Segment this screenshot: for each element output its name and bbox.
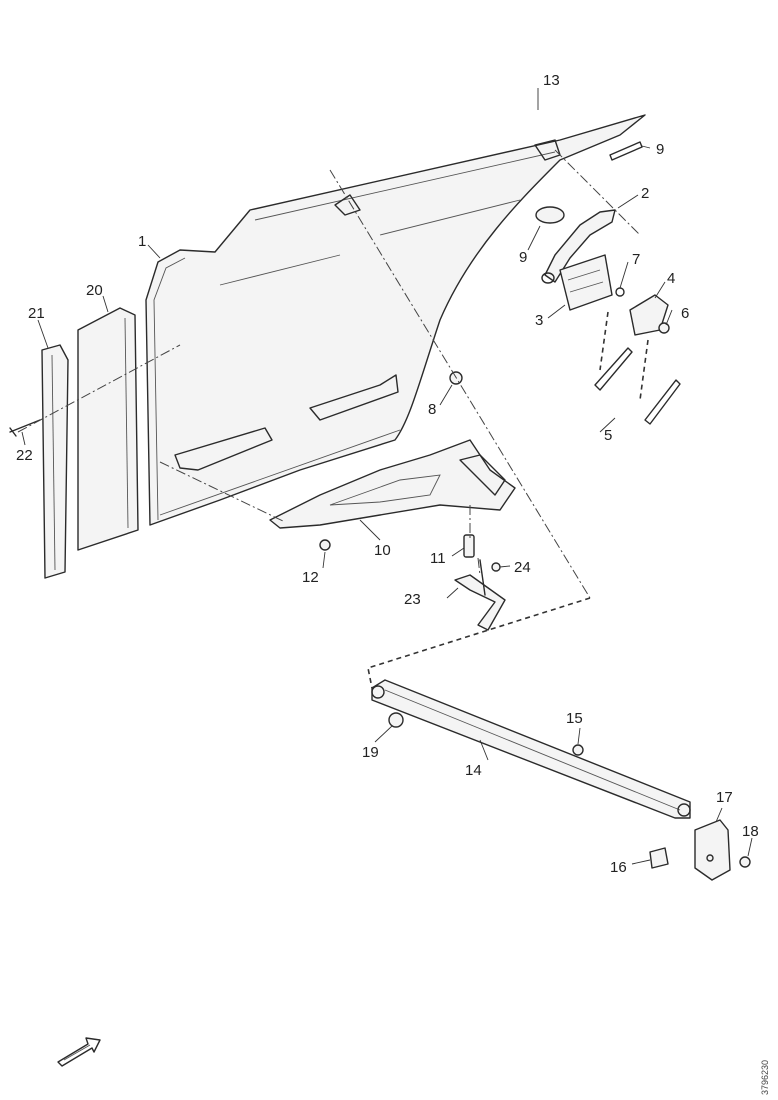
callout-18: 18 <box>742 823 759 840</box>
part-17-mount-bracket <box>694 819 731 881</box>
part-21-rubber-strip <box>41 344 69 579</box>
assembly-line-upper <box>554 149 641 236</box>
part-3-hinge-plate <box>559 254 613 311</box>
callout-4: 4 <box>667 270 675 287</box>
part-23-link-bracket <box>454 559 506 631</box>
callout-12: 12 <box>302 569 319 586</box>
callout-3: 3 <box>535 312 543 329</box>
part-18-nut <box>739 856 751 868</box>
part-12-bolt <box>319 539 331 551</box>
callout-17: 17 <box>716 789 733 806</box>
callout-6: 6 <box>681 305 689 322</box>
assembly-line-left <box>17 344 181 433</box>
callout-2: 2 <box>641 185 649 202</box>
callout-22: 22 <box>16 447 33 464</box>
part-22-screw <box>9 419 41 437</box>
callout-19: 19 <box>362 744 379 761</box>
part-7-fastener <box>615 287 625 297</box>
callout-14: 14 <box>465 762 482 779</box>
part-19-bushing <box>388 712 404 728</box>
callout-5: 5 <box>604 427 612 444</box>
part-24-nut <box>491 562 501 572</box>
part-14-strut <box>371 679 691 819</box>
part-9-upper-pin <box>609 141 643 161</box>
part-10-lower-frame <box>269 439 516 529</box>
callout-9-lower: 9 <box>519 249 527 266</box>
leader-lines <box>21 88 753 865</box>
callout-8: 8 <box>428 401 436 418</box>
callout-16: 16 <box>610 859 627 876</box>
assembly-line-pin <box>469 505 481 576</box>
callout-10: 10 <box>374 542 391 559</box>
part-15-grease-nipple <box>572 744 584 756</box>
callout-23: 23 <box>404 591 421 608</box>
part-20-seal-panel <box>77 307 139 551</box>
callout-7: 7 <box>632 251 640 268</box>
part-1-side-panel <box>145 114 646 526</box>
reference-number: 3796230 <box>760 1060 770 1095</box>
part-16-bolt <box>649 847 669 869</box>
forward-arrow-icon <box>57 1037 101 1067</box>
assembly-line-lower <box>159 461 286 523</box>
part-5-pins <box>594 311 681 425</box>
part-6-nut <box>658 322 670 334</box>
callout-9-upper: 9 <box>656 141 664 158</box>
assembly-line-dashed <box>367 597 591 689</box>
callout-15: 15 <box>566 710 583 727</box>
callout-20: 20 <box>86 282 103 299</box>
part-11-pin <box>463 534 475 558</box>
part-4-block <box>629 294 669 336</box>
part-9-lower-pin <box>535 206 565 224</box>
callouts: 13 1 2 3 4 5 6 7 8 9 9 10 11 12 14 15 16… <box>16 72 759 876</box>
callout-11: 11 <box>430 550 446 567</box>
callout-1: 1 <box>138 233 146 250</box>
callout-13: 13 <box>543 72 560 89</box>
callout-21: 21 <box>28 305 45 322</box>
assembly-line-main <box>329 169 591 599</box>
callout-24: 24 <box>514 559 531 576</box>
